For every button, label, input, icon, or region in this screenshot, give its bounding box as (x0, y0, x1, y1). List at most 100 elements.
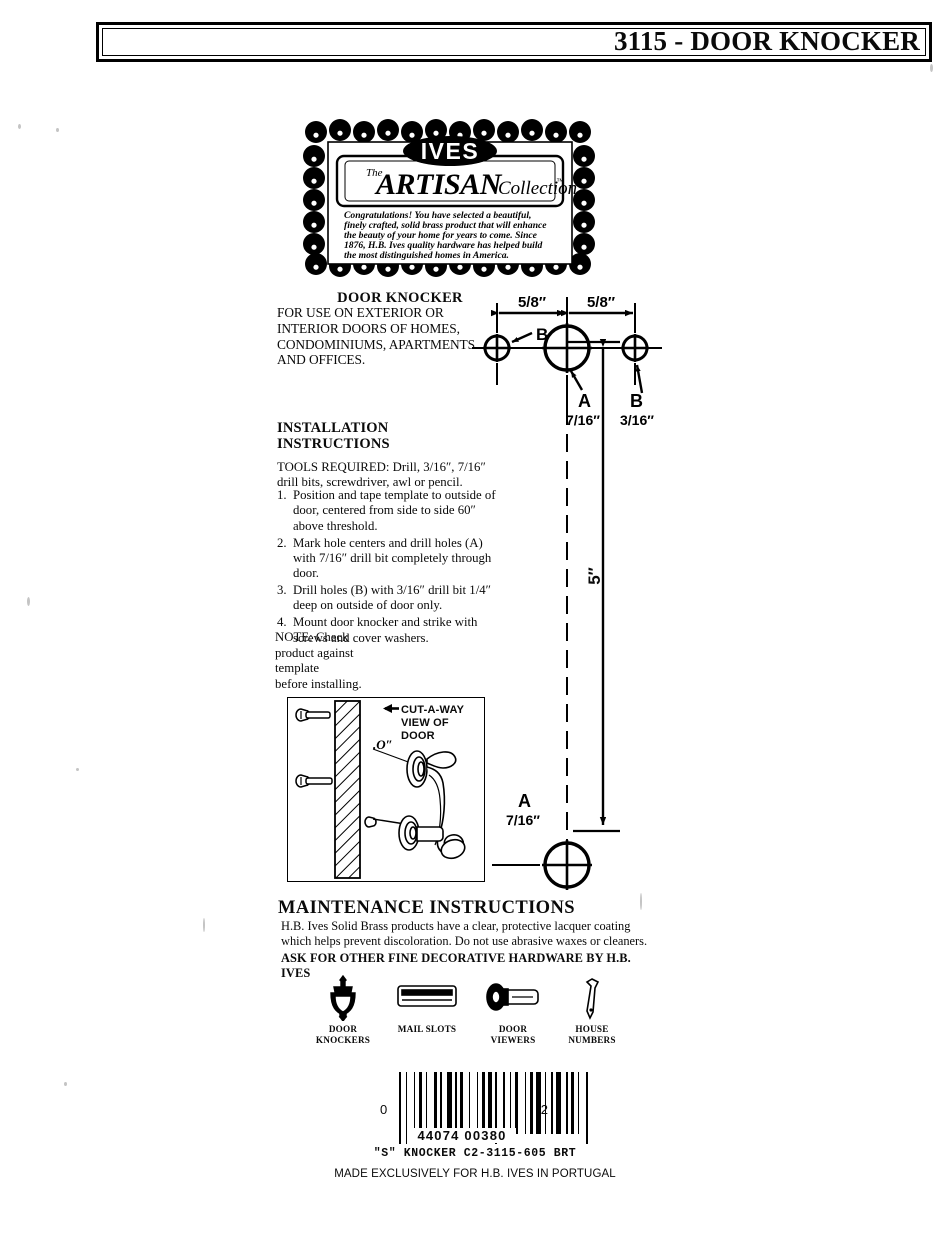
header-border (96, 22, 932, 62)
note-line: NOTE: Check (275, 630, 349, 644)
hole-b-left (483, 334, 511, 362)
svg-text:.O″: .O″ (373, 737, 393, 752)
product-caption: DOOR VIEWERS (476, 1024, 550, 1046)
cutaway-label-line1: CUT-A-WAY (401, 704, 465, 716)
step-text: Mount door knocker and strike with screw… (293, 615, 478, 645)
related-products: DOOR KNOCKERS MAIL SLOTS (300, 975, 630, 1055)
label-a-bottom: A (518, 791, 531, 811)
hole-a-top (542, 323, 592, 373)
installation-step: 4. Mount door knocker and strike with sc… (277, 615, 505, 646)
hole-a-bottom (492, 840, 592, 890)
product-description: FOR USE ON EXTERIOR OR INTERIOR DOORS OF… (277, 305, 492, 368)
upper-screw (295, 708, 331, 722)
note-line: template (275, 661, 320, 676)
ives-artisan-badge: IVES The ARTISAN Collection ™ Congratula… (300, 118, 600, 278)
product-desc-line: AND OFFICES. (277, 352, 366, 368)
collection-the: The (366, 167, 383, 179)
dim-right-label: 5/8″ (587, 294, 615, 311)
collection-title: ARTISAN (374, 168, 503, 201)
product-caption: DOOR KNOCKERS (306, 1024, 380, 1046)
blurb-line-4: the most distinguished homes in America. (344, 250, 509, 261)
product-item: DOOR VIEWERS (476, 975, 550, 1046)
scan-speck (640, 893, 642, 910)
installation-step: 2. Mark hole centers and drill holes (A)… (277, 536, 505, 582)
step-number: 3. (277, 583, 287, 598)
installation-step: 3. Drill holes (B) with 3/16″ drill bit … (277, 583, 505, 614)
door-knocker-icon (306, 975, 380, 1021)
maintenance-body-line1: H.B. Ives Solid Brass products have a cl… (281, 919, 631, 933)
door-viewer-icon (476, 975, 550, 1021)
product-caption-line2: NUMBERS (568, 1034, 616, 1045)
blurb-line-3: 1876, H.B. Ives quality hardware has hel… (344, 240, 542, 251)
footer-sku-line: "S" KNOCKER C2-3115-605 BRT (373, 1147, 577, 1160)
cutaway-diagram: .O″ (287, 697, 485, 882)
cutaway-label: CUT-A-WAY VIEW OF DOOR (383, 703, 483, 743)
maintenance-heading: MAINTENANCE INSTRUCTIONS (278, 898, 575, 918)
lower-screw (295, 774, 333, 788)
blurb-line-2: the beauty of your home for years to com… (344, 230, 538, 241)
ives-logo-oval: IVES (403, 136, 497, 166)
footer-origin-line: MADE EXCLUSIVELY FOR H.B. IVES IN PORTUG… (334, 1168, 616, 1180)
strike-assembly (364, 815, 444, 851)
scan-speck (18, 124, 21, 129)
step-text: Position and tape template to outside of… (293, 488, 496, 533)
step-number: 4. (277, 615, 287, 630)
callout-mark: .O″ (372, 737, 412, 764)
artisan-card (335, 154, 565, 208)
scan-speck (64, 1082, 67, 1086)
hole-b-right (621, 334, 649, 362)
barcode-left-digit: 0 (380, 1102, 388, 1117)
mail-slot-icon (386, 975, 468, 1021)
step-number: 2. (277, 535, 287, 550)
step-number: 1. (277, 488, 287, 502)
blurb-line-1: finely crafted, solid brass product that… (344, 220, 547, 231)
vertical-dim-witness (567, 340, 620, 833)
tools-label: TOOLS REQUIRED: (277, 460, 390, 474)
size-b: 3/16″ (620, 412, 654, 428)
product-caption-line2: KNOCKERS (315, 1034, 371, 1045)
barcode-bars (399, 1072, 593, 1144)
product-desc-line: CONDOMINIUMS, APARTMENTS (277, 336, 475, 352)
barcode: 0 2 44074 00380 (380, 1072, 592, 1144)
installation-steps: 1. Position and tape template to outside… (277, 488, 505, 647)
collection-script: Collection (498, 178, 577, 199)
product-heading: DOOR KNOCKER (337, 290, 463, 306)
installation-heading-line1: INSTALLATION (277, 420, 389, 436)
maintenance-body-line2: which helps prevent discoloration. Do no… (281, 934, 648, 949)
product-caption-line1: DOOR (328, 1024, 358, 1034)
product-desc-line: FOR USE ON EXTERIOR OR (277, 305, 444, 320)
size-a-top: 7/16″ (566, 412, 600, 428)
barcode-right-digit: 2 (540, 1102, 548, 1117)
product-item: DOOR KNOCKERS (306, 975, 380, 1046)
note-line: product against (275, 645, 354, 660)
product-item: MAIL SLOTS (386, 975, 468, 1035)
installation-heading-line2: INSTRUCTIONS (277, 436, 390, 453)
page-header: 3115 - DOOR KNOCKER (96, 22, 932, 62)
scan-speck (76, 768, 79, 771)
dim-left-label: 5/8″ (518, 294, 546, 311)
barcode-digits: 44074 00380 (408, 1128, 516, 1143)
step-text: Drill holes (B) with 3/16″ drill bit 1/4… (293, 583, 491, 613)
scan-speck (930, 64, 933, 72)
house-number-icon (556, 975, 628, 1021)
scan-speck (27, 597, 30, 606)
header-inner-rule (102, 28, 926, 56)
label-a-top: A (578, 391, 591, 411)
knocker-body (426, 751, 466, 860)
knocker-rosette-upper (406, 750, 428, 788)
blurb-line-0: Congratulations! You have selected a bea… (344, 210, 531, 221)
badge-blurb: Congratulations! You have selected a bea… (344, 210, 547, 261)
product-caption: MAIL SLOTS (386, 1024, 468, 1035)
scan-speck (203, 918, 205, 932)
product-caption: HOUSE NUMBERS (556, 1024, 628, 1046)
step-text: Mark hole centers and drill holes (A) wi… (293, 535, 492, 581)
size-a-bottom: 7/16″ (506, 812, 540, 828)
product-item: HOUSE NUMBERS (556, 975, 628, 1046)
installation-heading: INSTALLATION INSTRUCTIONS (277, 420, 507, 453)
label-b-right: B (630, 391, 643, 411)
page-title: 3115 - DOOR KNOCKER (613, 25, 920, 56)
maintenance-body: H.B. Ives Solid Brass products have a cl… (281, 919, 656, 950)
product-caption-line1: DOOR (498, 1024, 528, 1034)
product-caption-line2: VIEWERS (490, 1034, 536, 1045)
